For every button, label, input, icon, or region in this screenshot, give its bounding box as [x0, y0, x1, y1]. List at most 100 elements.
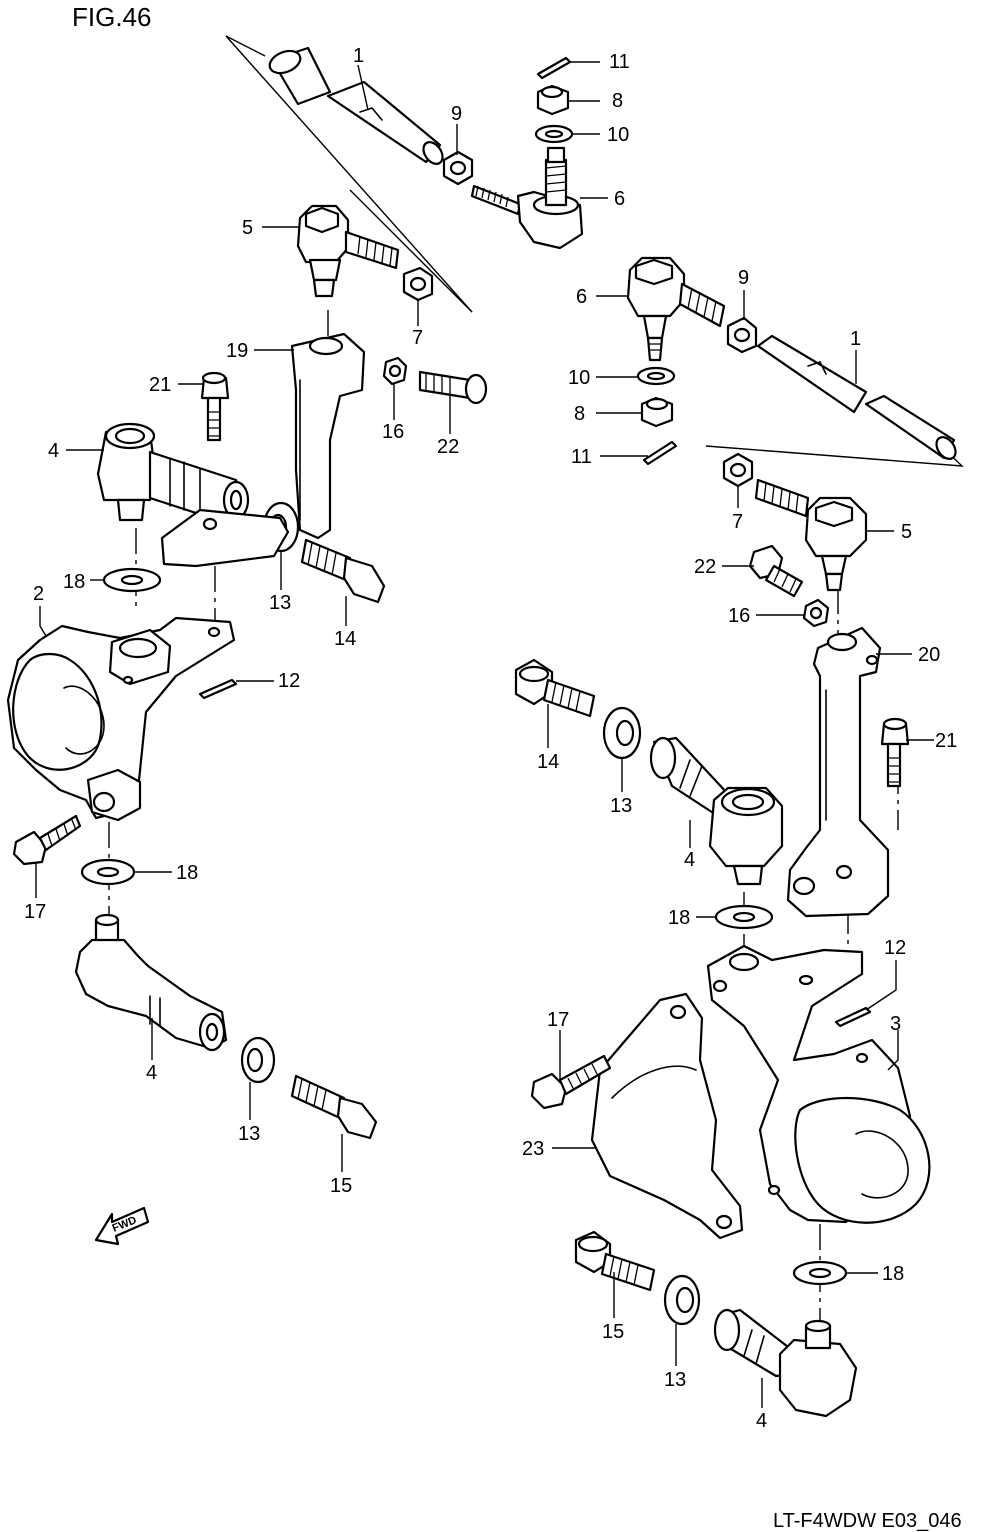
- callout-7-right: 7: [732, 511, 743, 533]
- steering-arm-plate: [160, 508, 290, 568]
- lock-nut-9-upper: [442, 150, 474, 186]
- callout-13-lower-right: 13: [664, 1369, 686, 1391]
- bolt-22-right: [748, 544, 804, 598]
- callout-22-right: 22: [694, 556, 716, 578]
- washer-10-right: [636, 366, 676, 386]
- knuckle-3: [706, 944, 931, 1224]
- washer-18-lower-right: [792, 1260, 848, 1286]
- tie-rod-end-5-right: [754, 478, 868, 592]
- callout-2: 2: [33, 583, 44, 605]
- callout-4-upper-left: 4: [48, 440, 59, 462]
- callout-18-upper-left: 18: [63, 571, 85, 593]
- callout-14-right: 14: [537, 751, 559, 773]
- nut-16-right: [802, 598, 830, 628]
- ball-joint-4-lower-left: [74, 913, 228, 1052]
- callout-13-upper-right: 13: [610, 795, 632, 817]
- callout-23: 23: [522, 1138, 544, 1160]
- ball-joint-4-lower-right: [713, 1308, 858, 1418]
- callout-16-left: 16: [382, 421, 404, 443]
- cotter-pin-12-right: [834, 1006, 872, 1028]
- nut-16-left: [382, 356, 408, 386]
- callout-10-upper: 10: [607, 124, 629, 146]
- tie-rod-end-6-upper: [470, 146, 584, 250]
- bolt-21-left: [200, 371, 230, 442]
- callout-12-right: 12: [884, 937, 906, 959]
- tie-rod-lower: [756, 334, 957, 460]
- bolt-22-left: [418, 370, 488, 405]
- cotter-pin-12-left: [198, 678, 238, 700]
- washer-10-upper: [534, 124, 574, 144]
- callout-21-left: 21: [149, 374, 171, 396]
- bolt-17-left: [12, 814, 82, 866]
- callout-13-lower-left: 13: [238, 1123, 260, 1145]
- callout-6-right: 6: [576, 286, 587, 308]
- knuckle-arm-19: [290, 332, 366, 540]
- cotter-pin-11-right: [642, 440, 678, 466]
- callout-21-right: 21: [935, 730, 957, 752]
- bolt-15-left: [290, 1074, 378, 1140]
- tie-rod-end-5-left: [296, 204, 400, 298]
- cotter-pin-11-upper: [536, 56, 572, 80]
- callout-18-upper-right: 18: [668, 907, 690, 929]
- callout-9-upper: 9: [451, 103, 462, 125]
- bolt-15-right: [574, 1230, 656, 1292]
- callout-15-left: 15: [330, 1175, 352, 1197]
- ball-joint-4-upper-left: [96, 422, 250, 528]
- washer-13-lower-left: [240, 1036, 276, 1084]
- callout-9-right: 9: [738, 267, 749, 289]
- callout-labels: 1 9 11 8 10 6 5 7 19 21 4 16 22 18 2 13 …: [24, 45, 957, 1432]
- boot-23: [590, 992, 744, 1240]
- bolt-14-left: [300, 538, 386, 604]
- callout-6-upper: 6: [614, 188, 625, 210]
- callout-22-left: 22: [437, 436, 459, 458]
- callout-13-upper-left: 13: [269, 592, 291, 614]
- tie-rod-upper: [268, 46, 444, 165]
- washer-13-lower-right: [663, 1274, 701, 1326]
- callout-14-left: 14: [334, 628, 356, 650]
- ball-joint-4-upper-right: [649, 736, 784, 886]
- callout-4-lower-right: 4: [756, 1410, 767, 1432]
- washer-13-upper-right: [602, 706, 642, 760]
- callout-8-upper: 8: [612, 90, 623, 112]
- callout-4-lower-left: 4: [146, 1062, 157, 1084]
- callout-leaders: [35, 61, 934, 1408]
- washer-18-upper-right: [714, 904, 774, 930]
- callout-11-upper: 11: [609, 51, 630, 73]
- callout-16-right: 16: [728, 605, 750, 627]
- castle-nut-8-right: [640, 396, 674, 428]
- tie-rod-end-6-right: [626, 256, 726, 362]
- figure-title: FIG.46: [72, 2, 151, 32]
- knuckle-arm-20: [786, 626, 890, 918]
- callout-17-right: 17: [547, 1009, 569, 1031]
- callout-12-left: 12: [278, 670, 300, 692]
- callout-4-upper-right: 4: [684, 849, 695, 871]
- callout-20: 20: [918, 644, 940, 666]
- callout-11-right: 11: [571, 446, 592, 468]
- callout-7-left: 7: [412, 327, 423, 349]
- washer-18-upper-left: [102, 567, 162, 593]
- callout-18-lower-left: 18: [176, 862, 198, 884]
- callout-1-right: 1: [850, 328, 861, 350]
- castle-nut-8-upper: [536, 84, 570, 116]
- callout-19: 19: [226, 340, 248, 362]
- drawing-code: LT-F4WDW E03_046: [773, 1510, 962, 1532]
- callout-10-right: 10: [568, 367, 590, 389]
- washer-18-lower-left: [80, 858, 136, 886]
- lock-nut-7-right: [722, 452, 754, 488]
- fwd-arrow: FWD: [94, 1206, 150, 1246]
- callout-3: 3: [890, 1013, 901, 1035]
- lock-nut-9-right: [726, 316, 758, 354]
- callout-5-left: 5: [242, 217, 253, 239]
- callout-15-right: 15: [602, 1321, 624, 1343]
- knuckle-2: [6, 616, 236, 822]
- bolt-17-right: [530, 1054, 612, 1110]
- callout-18-lower-right: 18: [882, 1263, 904, 1285]
- callout-5-right: 5: [901, 521, 912, 543]
- bolt-21-right: [880, 717, 910, 788]
- lock-nut-7-left: [402, 266, 434, 302]
- callout-17-left: 17: [24, 901, 46, 923]
- callout-8-right: 8: [574, 403, 585, 425]
- bolt-14-right: [514, 658, 596, 718]
- callout-1-upper: 1: [353, 45, 364, 67]
